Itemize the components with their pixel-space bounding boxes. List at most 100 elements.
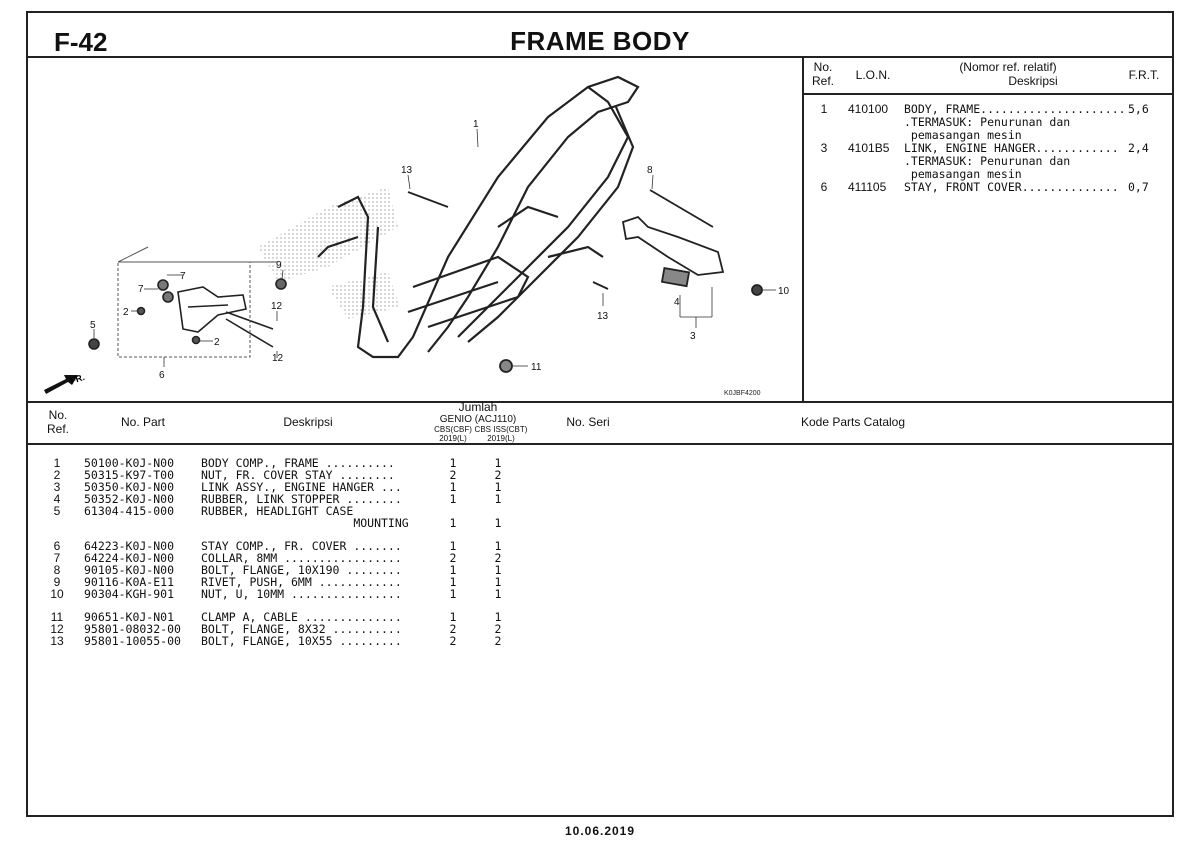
parts-row-q2: 1 xyxy=(494,575,502,589)
parts-row-q1: 2 xyxy=(449,551,457,565)
callout-number: 12 xyxy=(271,301,283,312)
callout-number: 9 xyxy=(276,260,282,271)
parts-col-q2b: 2019(L) xyxy=(487,434,515,443)
callout-number: 1 xyxy=(473,119,479,130)
parts-row-desc: RIVET, PUSH, 6MM ............ xyxy=(201,575,402,589)
diagram-code: K0JBF4200 xyxy=(724,390,761,397)
parts-row-q1: 2 xyxy=(449,468,457,482)
callout-number: 5 xyxy=(90,320,96,331)
footer-date: 10.06.2019 xyxy=(564,824,636,838)
ref-row-desc: STAY, FRONT COVER.............. xyxy=(904,180,1119,194)
parts-row-q2: 1 xyxy=(494,539,502,553)
parts-row-part: 50315-K97-T00 xyxy=(84,468,175,482)
callout-number: 12 xyxy=(272,353,284,364)
ref-row-desc: .TERMASUK: Penurunan dan xyxy=(904,154,1071,168)
ref-row-frt: 2,4 xyxy=(1128,141,1149,155)
leader-line xyxy=(117,246,149,263)
callout-number: 7 xyxy=(138,284,144,295)
fr-arrow-icon: FR. xyxy=(44,372,86,394)
callout-number: 6 xyxy=(159,370,165,381)
title-divider xyxy=(28,56,1172,58)
parts-row-ref: 1 xyxy=(53,456,61,470)
parts-row-q2: 1 xyxy=(494,610,502,624)
ref-col-frt: F.R.T. xyxy=(1128,68,1160,82)
parts-row-ref: 6 xyxy=(53,539,61,553)
ref-header-divider xyxy=(802,93,1172,95)
parts-col-part: No. Part xyxy=(120,415,165,429)
parts-row-desc: COLLAR, 8MM ................. xyxy=(201,551,402,565)
parts-row-desc: BODY COMP., FRAME .......... xyxy=(201,456,395,470)
parts-row-desc: NUT, U, 10MM ................ xyxy=(201,587,402,601)
parts-row-q1: 1 xyxy=(449,587,457,601)
parts-row-q2: 2 xyxy=(494,622,502,636)
parts-header-divider xyxy=(28,443,1172,445)
parts-col-desc: Deskripsi xyxy=(283,415,333,429)
callout-number: 10 xyxy=(778,286,790,297)
parts-row-part: 90651-K0J-N01 xyxy=(84,610,175,624)
catalog-sheet: F-42 FRAME BODY No. Ref. L.O.N. (Nomor r… xyxy=(26,11,1174,817)
parts-row-q1: 1 xyxy=(449,492,457,506)
parts-row-desc: RUBBER, LINK STOPPER ........ xyxy=(201,492,402,506)
parts-row-desc: BOLT, FLANGE, 10X190 ........ xyxy=(201,563,402,577)
parts-row-ref: 11 xyxy=(50,610,64,624)
parts-row-part: 64224-K0J-N00 xyxy=(84,551,175,565)
parts-row-q2: 2 xyxy=(494,468,502,482)
parts-row-q2: 1 xyxy=(494,492,502,506)
parts-row-ref: 2 xyxy=(53,468,61,482)
parts-row-q1: 1 xyxy=(449,563,457,577)
parts-row-part: 95801-08032-00 xyxy=(84,622,181,636)
ref-row-desc: .TERMASUK: Penurunan dan xyxy=(904,115,1071,129)
ref-row-desc: BODY, FRAME..................... xyxy=(904,102,1126,116)
ref-col-no: No. xyxy=(813,60,833,74)
parts-row-desc: BOLT, FLANGE, 8X32 .......... xyxy=(201,622,402,636)
parts-row-q2: 1 xyxy=(494,516,502,530)
parts-col-seri: No. Seri xyxy=(566,415,610,429)
ref-row-lon: 4101B5 xyxy=(848,141,890,155)
engine-hanger-drawing xyxy=(407,189,763,373)
parts-row-part: 50352-K0J-N00 xyxy=(84,492,175,506)
parts-col-jumlah: Jumlah xyxy=(458,400,498,414)
ref-row-lon: 411105 xyxy=(848,180,887,194)
callout-number: 2 xyxy=(123,307,129,318)
page-title: FRAME BODY xyxy=(510,26,690,56)
ref-row-frt: 0,7 xyxy=(1128,180,1149,194)
parts-row-part: 50100-K0J-N00 xyxy=(84,456,175,470)
parts-row-ref: 4 xyxy=(53,492,61,506)
ref-row-ref: 6 xyxy=(820,180,828,194)
parts-col-q2a: CBS ISS(CBT) xyxy=(474,425,528,434)
callout-number: 7 xyxy=(180,271,186,282)
parts-col-no: No. xyxy=(48,408,68,422)
parts-row-part: 64223-K0J-N00 xyxy=(84,539,175,553)
callout-number: 13 xyxy=(401,165,413,176)
callout-leaders xyxy=(93,128,776,367)
parts-col-kode: Kode Parts Catalog xyxy=(800,415,906,429)
parts-row-part: 90105-K0J-N00 xyxy=(84,563,175,577)
parts-row-ref: 12 xyxy=(50,622,64,636)
parts-col-q1a: CBS(CBF) xyxy=(434,425,472,434)
parts-row-part: 50350-K0J-N00 xyxy=(84,480,175,494)
parts-row-desc: LINK ASSY., ENGINE HANGER ... xyxy=(201,480,402,494)
parts-row-part: 90304-KGH-901 xyxy=(84,587,175,601)
callout-number: 3 xyxy=(690,331,696,342)
parts-row-desc: RUBBER, HEADLIGHT CASE xyxy=(201,504,354,518)
ref-col-desc: Deskripsi xyxy=(1008,74,1058,88)
ref-col-desc-top: (Nomor ref. relatif) xyxy=(959,60,1057,74)
callout-number: 8 xyxy=(647,165,653,176)
parts-row-desc: STAY COMP., FR. COVER ....... xyxy=(201,539,402,553)
parts-col-ref: Ref. xyxy=(46,422,69,436)
callout-number: 4 xyxy=(674,297,680,308)
parts-row-ref: 10 xyxy=(50,587,64,601)
parts-row-q2: 1 xyxy=(494,480,502,494)
parts-col-q1b: 2019(L) xyxy=(439,434,467,443)
fr-label: FR. xyxy=(69,372,86,386)
parts-row-ref: 3 xyxy=(53,480,61,494)
callout-number: 13 xyxy=(597,311,609,322)
parts-row-ref: 5 xyxy=(53,504,61,518)
parts-row-desc: CLAMP A, CABLE .............. xyxy=(201,610,402,624)
ref-row-ref: 1 xyxy=(820,102,828,116)
parts-row-q2: 2 xyxy=(494,634,502,648)
callout-number: 11 xyxy=(531,362,542,373)
ref-row-desc: pemasangan mesin xyxy=(904,167,1022,181)
parts-row-q2: 2 xyxy=(494,551,502,565)
ref-row-lon: 410100 xyxy=(848,102,889,116)
